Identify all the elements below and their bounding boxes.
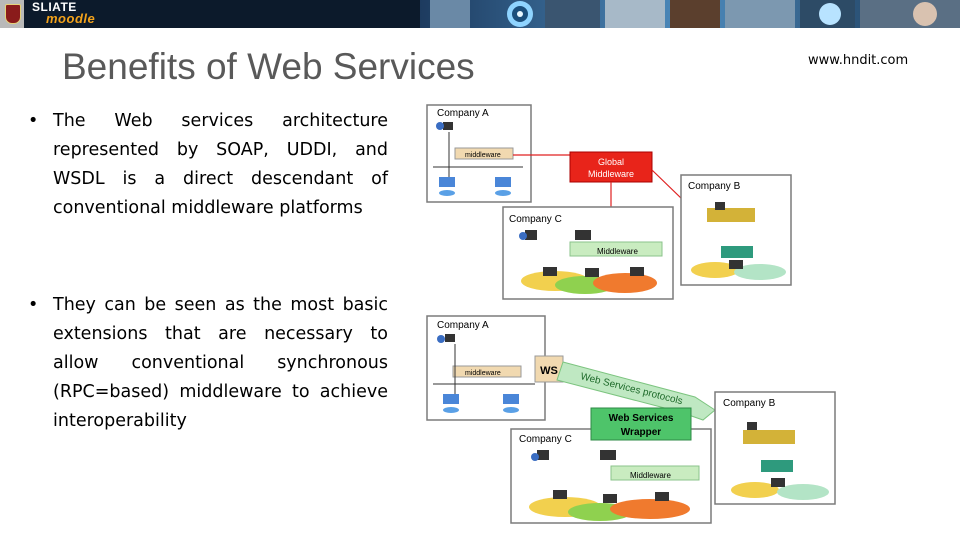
svg-text:middleware: middleware <box>465 152 501 159</box>
svg-text:Company B: Company B <box>723 398 776 409</box>
svg-text:Company B: Company B <box>688 181 741 192</box>
svg-text:Middleware: Middleware <box>630 471 671 480</box>
svg-text:Company A: Company A <box>437 108 489 119</box>
global-middleware-box <box>569 151 653 183</box>
svg-text:Middleware: Middleware <box>597 247 638 256</box>
bullet-item: • They can be seen as the most basic ext… <box>28 291 388 436</box>
company-a-box: Company A middleware <box>426 315 546 421</box>
company-b-box: Company B <box>714 391 836 505</box>
svg-text:Company C: Company C <box>519 434 572 445</box>
company-a-box: Company A middleware <box>426 104 532 203</box>
company-b-box: Company B <box>680 174 792 286</box>
emblem-icon <box>0 0 24 28</box>
svg-text:Global: Global <box>598 157 624 167</box>
website-url: www.hndit.com <box>808 53 909 68</box>
slide-title: Benefits of Web Services <box>62 46 475 87</box>
company-c-box: Company C Middleware <box>510 428 712 524</box>
sliate-moodle-logo: SLIATE moodle <box>32 0 96 26</box>
web-services-wrapper-box <box>590 407 692 441</box>
svg-text:Middleware: Middleware <box>588 169 634 179</box>
svg-text:Web Services: Web Services <box>609 413 674 424</box>
bullet-dot-icon: • <box>28 111 39 131</box>
svg-text:Wrapper: Wrapper <box>621 427 661 438</box>
bullet-dot-icon: • <box>28 295 39 315</box>
web-services-diagram: Company A middleware WS Web Services pro… <box>426 315 836 524</box>
protocol-arrow <box>556 361 716 421</box>
bullet-item: • The Web services architecture represen… <box>28 107 388 223</box>
company-c-box: Company C Middleware <box>502 206 674 300</box>
global-middleware-diagram: Company A middleware Global Middleware C… <box>426 104 792 300</box>
header-banner: SLIATE moodle <box>0 0 960 28</box>
svg-text:Company A: Company A <box>437 320 489 331</box>
banner-photo-strip <box>420 0 960 28</box>
svg-text:middleware: middleware <box>465 370 501 377</box>
svg-text:Company C: Company C <box>509 214 562 225</box>
svg-text:WS: WS <box>540 365 558 377</box>
